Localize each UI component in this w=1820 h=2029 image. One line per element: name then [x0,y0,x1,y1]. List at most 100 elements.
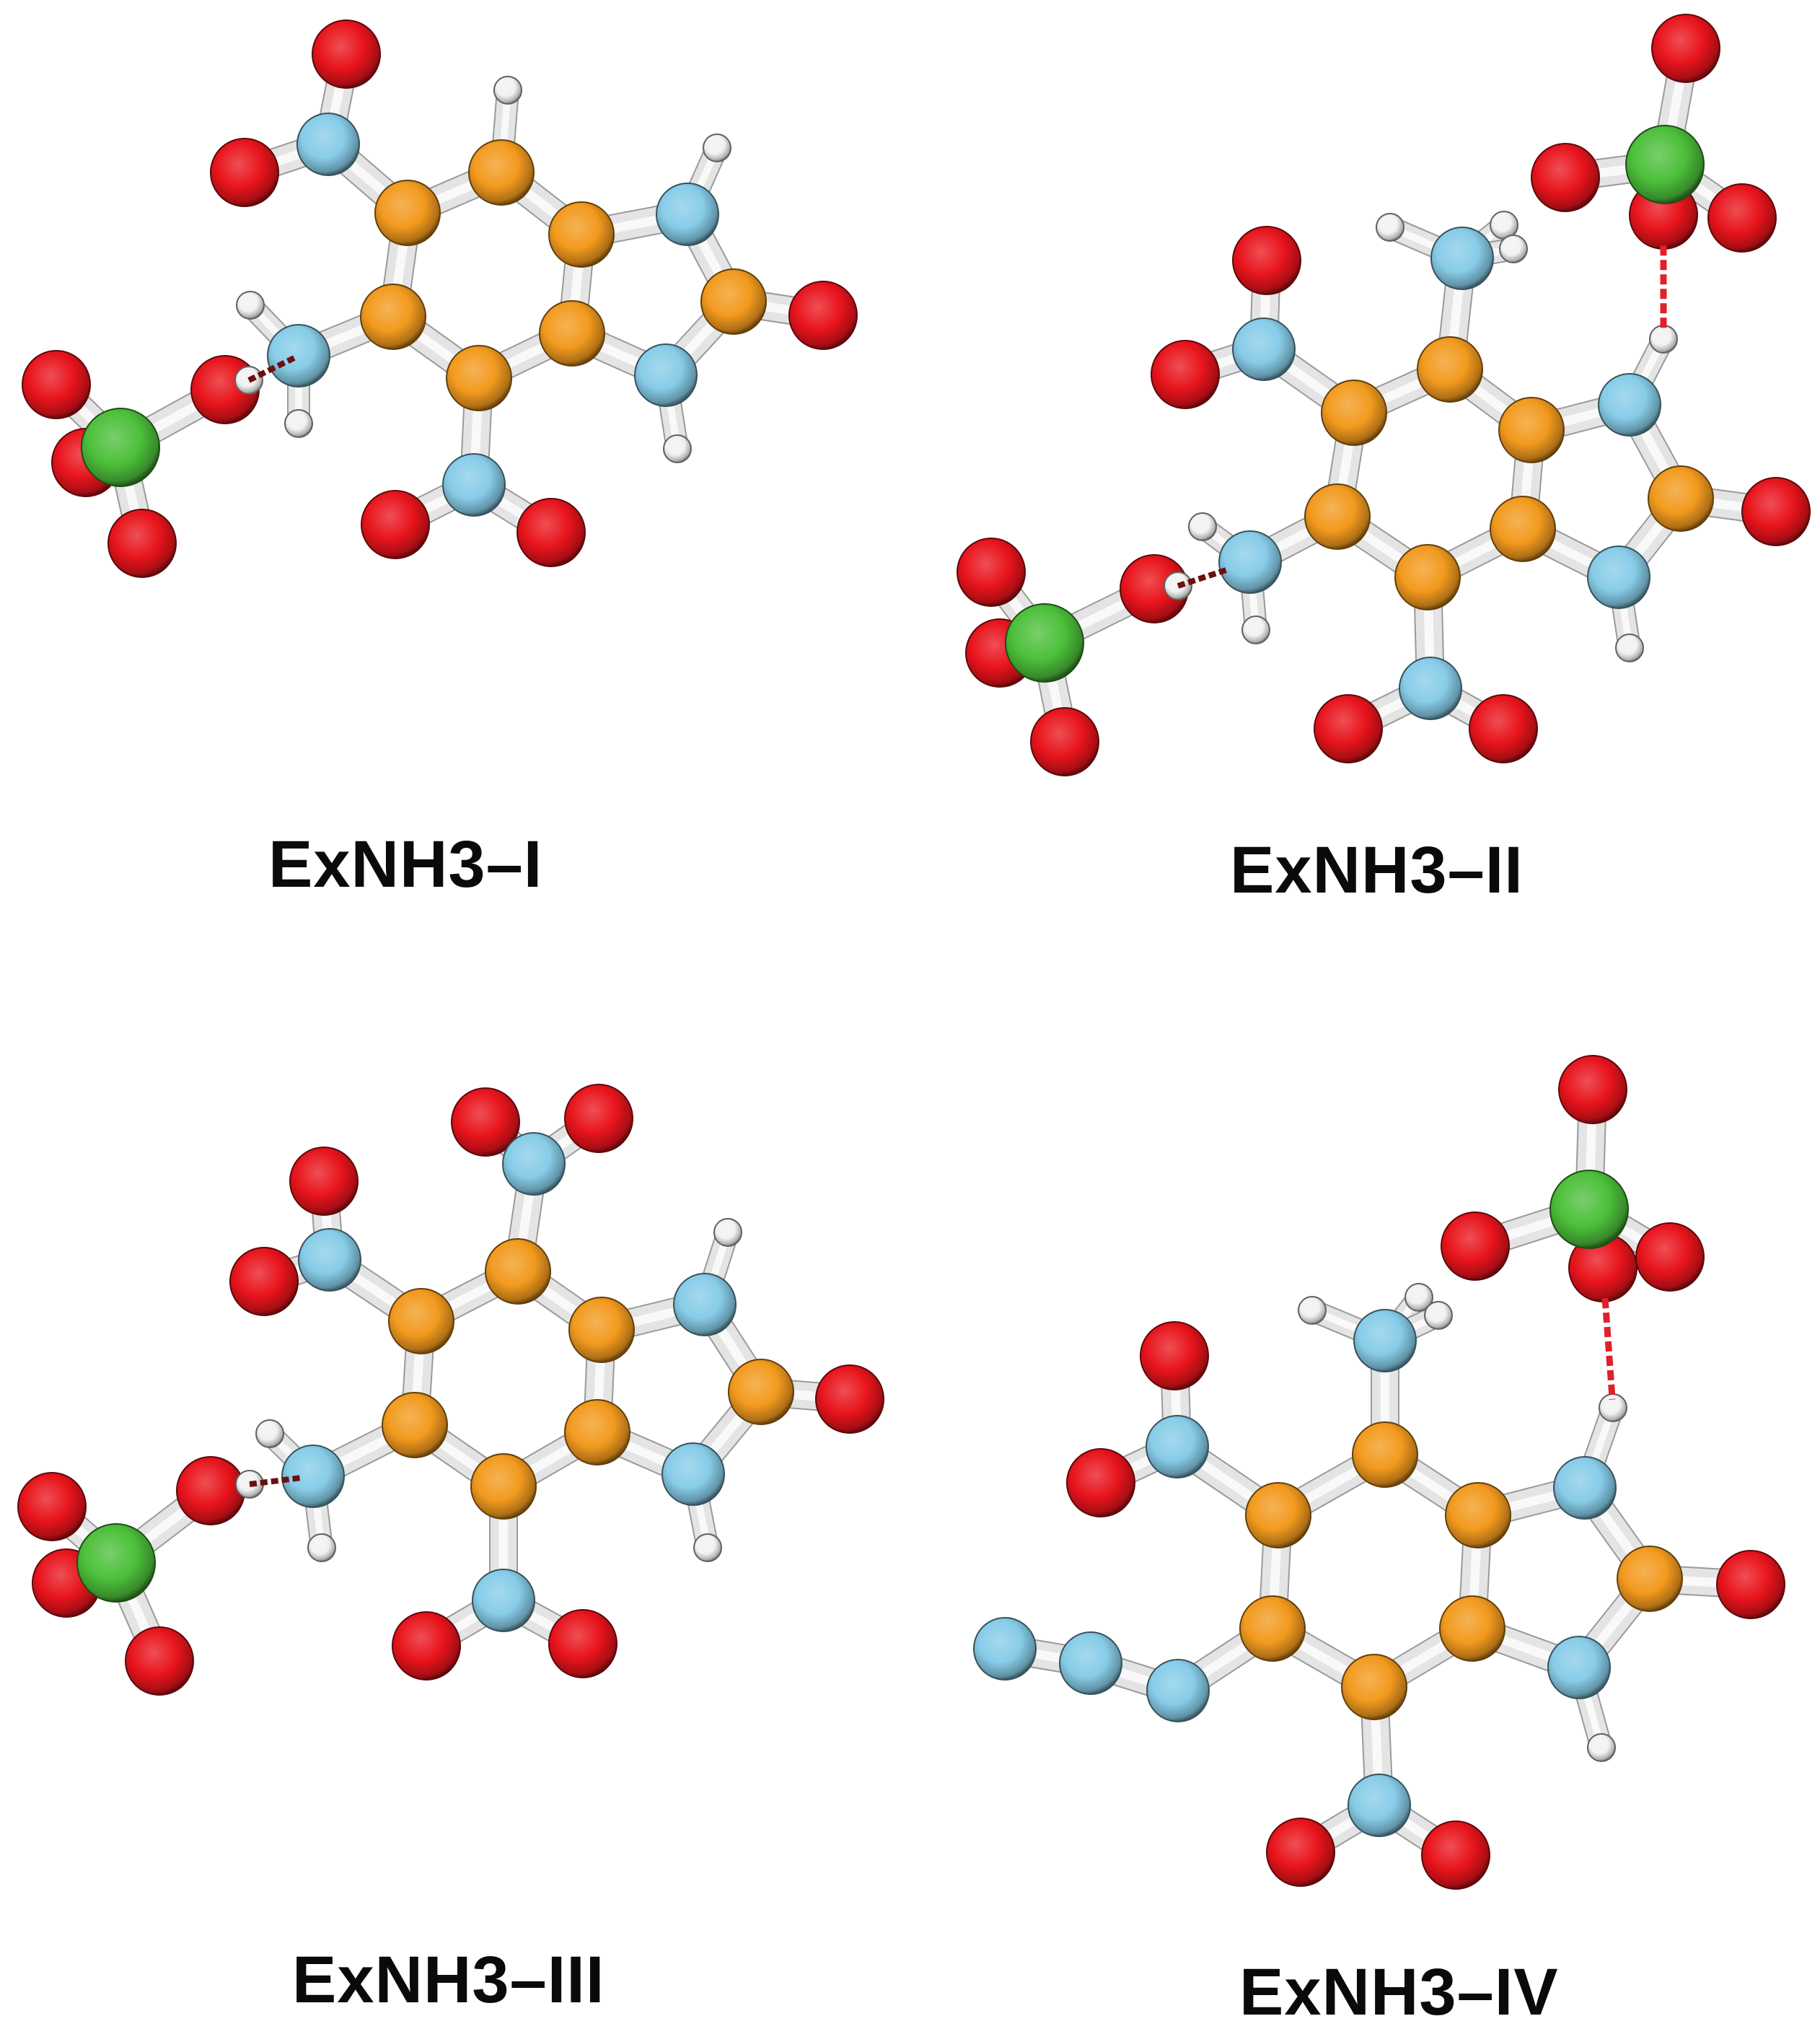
carbon-atom [548,201,615,268]
chlorine-atom [81,408,160,487]
hydrogen-atom [713,1218,742,1247]
nitrogen-atom [1059,1631,1122,1695]
carbon-atom [485,1238,551,1305]
carbon-atom [700,268,767,335]
carbon-atom [468,139,535,206]
nitrogen-atom [634,343,698,407]
oxygen-atom [125,1626,194,1696]
nitrogen-atom [472,1569,535,1632]
nitrogen-atom [1547,1636,1611,1699]
hydrogen-atom [1649,325,1678,354]
nitrogen-atom [1146,1659,1210,1722]
carbon-atom [728,1359,794,1425]
carbon-atom [470,1453,537,1520]
chlorine-atom [1625,125,1705,204]
hydrogen-atom [1376,213,1404,242]
carbon-atom [1617,1546,1683,1612]
panel-exnh3-i [22,19,858,578]
carbon-atom [1439,1595,1505,1662]
nitrogen-atom [1353,1309,1417,1372]
oxygen-atom [788,281,858,350]
hydrogen-atom [663,434,692,463]
oxygen-atom [1531,143,1600,212]
hydrogen-atom [1298,1296,1327,1325]
nitrogen-atom [661,1442,725,1506]
hydrogen-atom [284,409,313,438]
hydrogen-bond [1601,1297,1616,1400]
hydrogen-atom [1241,615,1270,644]
carbon-atom [1490,496,1556,562]
panel-exnh3-iii [17,1084,884,1696]
hydrogen-atom [1499,235,1528,263]
hydrogen-atom [1615,634,1644,662]
nitrogen-atom [1232,317,1296,381]
carbon-atom [564,1399,630,1465]
oxygen-atom [361,490,430,559]
nitrogen-atom [281,1445,345,1508]
panel-label-exnh3-i: ExNH3–I [268,828,543,901]
oxygen-atom [1151,340,1220,409]
panel-exnh3-iv [973,1055,1785,1890]
carbon-atom [1445,1482,1511,1548]
oxygen-atom [516,498,586,567]
oxygen-atom [451,1087,520,1157]
oxygen-atom [289,1147,359,1216]
hydrogen-bond [247,355,296,383]
oxygen-atom [1232,226,1301,295]
oxygen-atom [1066,1448,1135,1517]
oxygen-atom [1441,1211,1510,1281]
nitrogen-atom [1587,545,1650,609]
oxygen-atom [1651,14,1720,83]
nitrogen-atom [298,1228,361,1292]
oxygen-atom [107,509,177,578]
hydrogen-atom [1599,1393,1627,1422]
carbon-atom [446,345,512,411]
oxygen-atom [548,1609,617,1678]
carbon-atom [1304,483,1371,550]
nitrogen-atom [973,1617,1037,1680]
oxygen-atom [17,1472,87,1541]
carbon-atom [1321,380,1387,446]
hydrogen-atom [1188,512,1217,541]
oxygen-atom [1314,694,1383,763]
oxygen-atom [229,1247,299,1316]
carbon-atom [360,284,426,350]
carbon-atom [568,1297,635,1363]
nitrogen-atom [656,183,719,246]
nitrogen-atom [1598,373,1661,437]
carbon-atom [374,180,441,246]
oxygen-atom [392,1611,461,1680]
carbon-atom [1239,1595,1306,1662]
hydrogen-atom [1587,1733,1616,1762]
hydrogen-atom [236,291,265,320]
hydrogen-atom [1424,1301,1453,1330]
nitrogen-atom [1553,1456,1617,1520]
carbon-atom [1245,1482,1311,1548]
carbon-atom [382,1392,448,1458]
oxygen-atom [1469,694,1538,763]
hydrogen-atom [255,1419,284,1448]
oxygen-atom [1707,183,1777,253]
chlorine-atom [76,1523,156,1603]
nitrogen-atom [1430,227,1494,290]
nitrogen-atom [1218,530,1282,594]
nitrogen-atom [442,453,506,517]
nitrogen-atom [1146,1415,1209,1478]
hydrogen-bond [249,1475,300,1487]
carbon-atom [1648,465,1714,532]
hydrogen-bond [1177,567,1227,589]
carbon-atom [1498,397,1565,463]
carbon-atom [1417,336,1483,403]
nitrogen-atom [1348,1774,1411,1837]
panel-label-exnh3-ii: ExNH3–II [1230,833,1524,907]
oxygen-atom [176,1456,245,1525]
oxygen-atom [564,1084,633,1153]
oxygen-atom [1635,1222,1705,1292]
hydrogen-atom [307,1533,336,1562]
panel-exnh3-ii [957,14,1811,776]
hydrogen-atom [693,1533,722,1562]
panel-label-exnh3-iii: ExNH3–III [292,1943,605,2017]
chlorine-atom [1549,1170,1629,1249]
oxygen-atom [22,350,91,419]
